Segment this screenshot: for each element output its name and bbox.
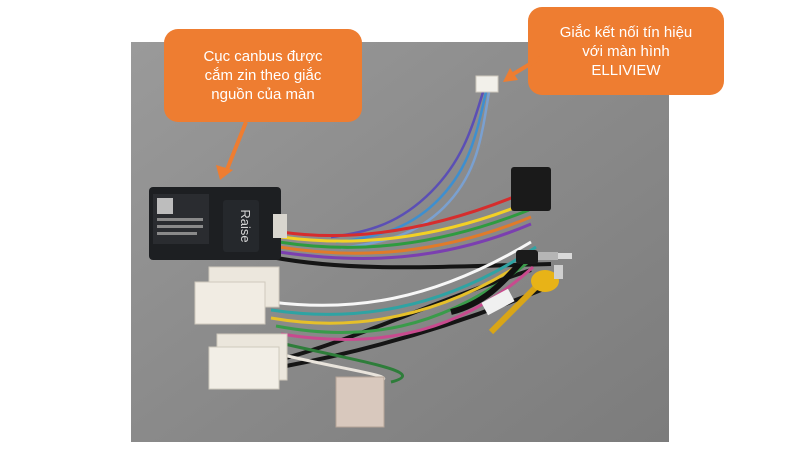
photo-scene: Raise	[131, 42, 669, 442]
callout-canbus: Cục canbus được cắm zin theo giắc nguồn …	[164, 29, 362, 122]
iso-plug	[511, 167, 551, 211]
signal-wires	[330, 91, 491, 250]
wiring-harness-photo: Raise	[131, 42, 669, 442]
white-connectors	[194, 266, 385, 428]
brand-label: Raise	[238, 209, 253, 242]
callout-signal-connector: Giắc kết nối tín hiệu với màn hình ELLIV…	[528, 7, 724, 95]
canbus-box: Raise	[149, 187, 287, 260]
wire-bundle	[270, 190, 537, 384]
signal-connector	[475, 75, 499, 93]
rca-plugs	[450, 250, 572, 335]
